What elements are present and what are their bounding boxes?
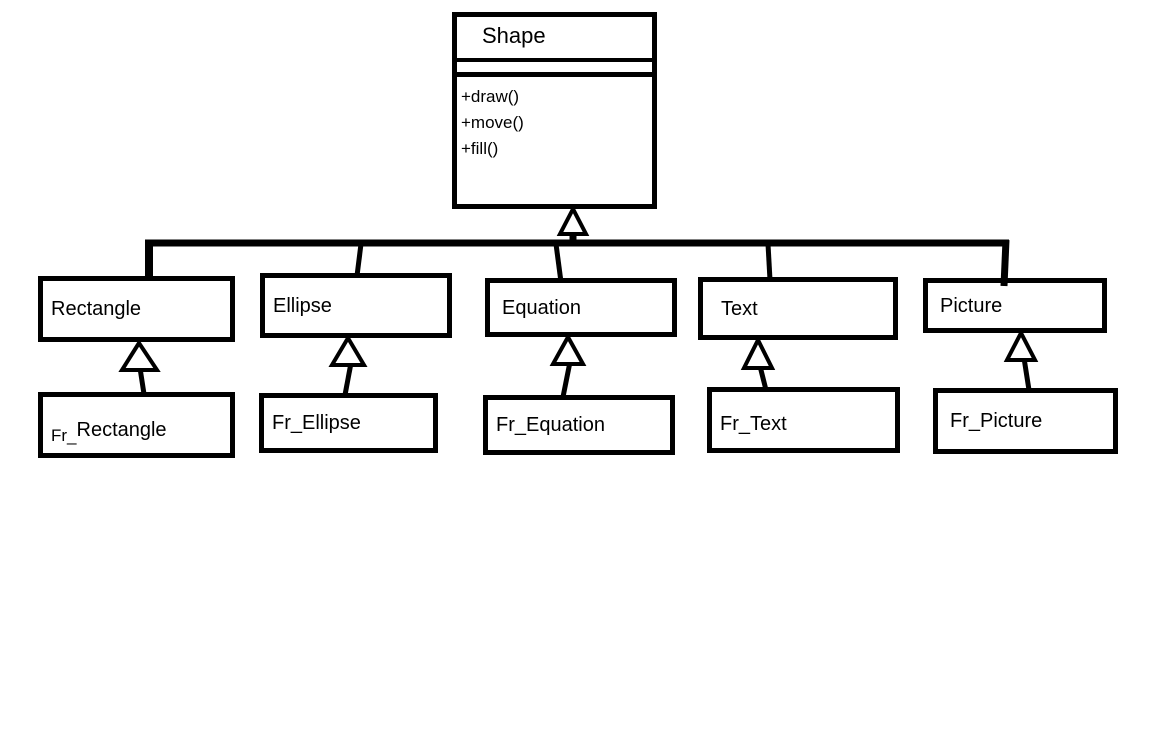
class-box-picture: Picture: [923, 278, 1107, 333]
class-methods-compartment-shape: +draw() +move() +fill(): [457, 77, 652, 162]
drop-line-text: [765, 243, 773, 281]
stub-line-fr-picture: [1021, 357, 1032, 391]
inheritance-triangle-icon-picture: [1003, 328, 1039, 362]
class-title-fr-text: Fr_Text: [720, 413, 787, 435]
class-title-ellipse: Ellipse: [273, 294, 332, 317]
drop-line-equation: [553, 243, 564, 283]
class-title-shape: Shape: [457, 17, 652, 62]
class-title-fr-rectangle: Fr_Rectangle: [43, 409, 167, 445]
class-box-ellipse: Ellipse: [260, 273, 452, 338]
method-item: +move(): [461, 113, 524, 132]
class-title-fr-rectangle-rest: Rectangle: [76, 419, 167, 441]
class-title-picture: Picture: [940, 294, 1003, 317]
drop-line-ellipse: [354, 243, 364, 277]
method-item: +fill(): [461, 139, 499, 158]
class-box-fr-rectangle: Fr_Rectangle: [38, 392, 235, 458]
class-box-text: Text: [698, 277, 898, 340]
inheritance-triangle-icon-equation: [549, 332, 587, 366]
class-title-fr-ellipse: Fr_Ellipse: [272, 412, 361, 434]
class-box-fr-text: Fr_Text: [707, 387, 900, 453]
inheritance-triangle-icon-rectangle: [118, 339, 161, 372]
inheritance-triangle-icon-ellipse: [328, 334, 368, 367]
inheritance-triangle-icon-text: [740, 335, 776, 370]
class-title-rectangle: Rectangle: [51, 298, 142, 320]
stub-line-fr-ellipse: [342, 362, 354, 396]
class-title-fr-rectangle-prefix: Fr_: [51, 426, 77, 445]
class-box-fr-equation: Fr_Equation: [483, 395, 675, 455]
class-title-equation: Equation: [502, 296, 581, 319]
class-title-text: Text: [721, 297, 758, 320]
stub-line-fr-rectangle: [137, 367, 147, 395]
stub-line-fr-equation: [560, 361, 573, 398]
class-title-fr-equation: Fr_Equation: [496, 414, 605, 436]
class-title-fr-picture: Fr_Picture: [950, 410, 1043, 432]
class-attributes-compartment-shape: [457, 62, 652, 77]
class-box-rectangle: Rectangle: [38, 276, 235, 342]
class-box-fr-ellipse: Fr_Ellipse: [259, 393, 438, 453]
class-box-fr-picture: Fr_Picture: [933, 388, 1118, 454]
method-item: +draw(): [461, 87, 520, 106]
class-box-equation: Equation: [485, 278, 677, 337]
class-box-shape: Shape +draw() +move() +fill(): [452, 12, 657, 209]
inheritance-triangle-icon-shape: [556, 204, 590, 236]
